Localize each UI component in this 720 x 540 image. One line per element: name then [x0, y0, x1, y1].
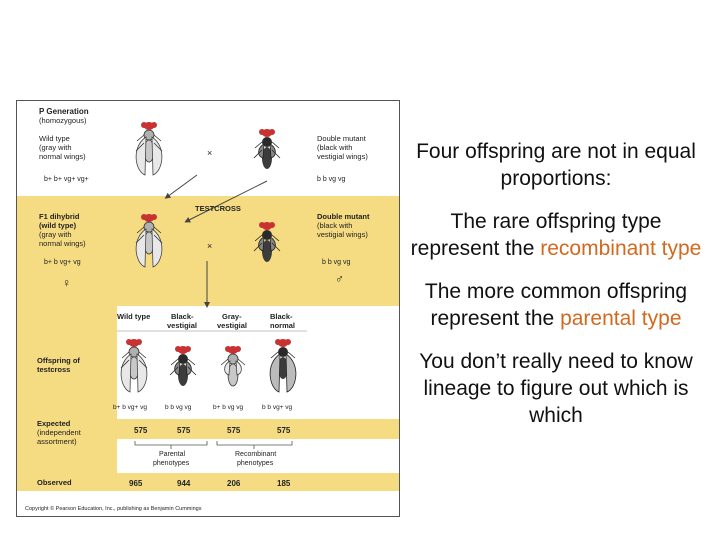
rare-offspring-text: The rare offspring type represent the [410, 210, 662, 260]
offspring-panel [17, 306, 117, 491]
f1-label-2: (wild type) [39, 221, 77, 230]
col2-header-2: vestigial [167, 321, 197, 330]
p-generation-title: P Generation [39, 107, 89, 116]
col3-header-1: Gray- [222, 312, 242, 321]
parental-bracket [134, 441, 208, 449]
recombinant-highlight: recombinant type [540, 237, 702, 260]
col4-genotype: b b vg+ vg [262, 404, 293, 411]
p-wild-label-3: normal wings) [39, 152, 86, 161]
copyright-text: Copyright © Pearson Education, Inc., pub… [25, 505, 202, 512]
testcross-panel [17, 196, 399, 306]
common-offspring-text: The more common offspring represent the [424, 280, 688, 330]
expected-label-2: (independent [37, 428, 82, 437]
paragraph-unequal-proportions: Four offspring are not in equal proporti… [416, 140, 696, 190]
recombinant-label-2: phenotypes [237, 460, 274, 467]
col4-expected: 575 [277, 426, 291, 435]
col4-header-2: normal [270, 321, 295, 330]
col4-observed: 185 [277, 479, 291, 488]
offspring-gray-vestigial-fly-icon [220, 345, 246, 387]
parental-label-2: phenotypes [153, 460, 190, 467]
col1-observed: 965 [129, 479, 143, 488]
observed-band [117, 473, 399, 491]
col2-header-1: Black- [171, 312, 194, 321]
testcross-cross-symbol: × [207, 241, 212, 251]
col1-genotype: b+ b vg+ vg [113, 404, 147, 411]
female-symbol: ♀ [62, 276, 71, 290]
p-mutant-label-1: Double mutant [317, 134, 367, 143]
paragraph-rare-offspring: The rare offspring type represent the re… [408, 208, 704, 262]
expected-band [117, 419, 399, 439]
p-cross-symbol: × [207, 148, 212, 158]
offspring-black-vestigial-fly-icon [169, 345, 197, 387]
p-wild-label-1: Wild type [39, 134, 70, 143]
p-mutant-genotype: b b vg vg [317, 176, 346, 183]
f1-genotype: b+ b vg+ vg [44, 259, 81, 266]
offspring-label-2: testcross [37, 365, 70, 374]
f1-label-3: (gray with [39, 230, 72, 239]
p-generation-subtitle: (homozygous) [39, 116, 87, 125]
paragraph-common-offspring: The more common offspring represent the … [408, 278, 704, 332]
col2-expected: 575 [177, 426, 191, 435]
tc-mutant-genotype: b b vg vg [322, 259, 351, 266]
explanation-text: Four offspring are not in equal proporti… [408, 138, 704, 445]
expected-label-1: Expected [37, 419, 71, 428]
col3-header-2: vestigial [217, 321, 247, 330]
col2-genotype: b b vg vg [165, 404, 192, 411]
offspring-label-1: Offspring of [37, 356, 80, 365]
parental-highlight: parental type [560, 307, 682, 330]
tc-mutant-label-1: Double mutant [317, 212, 370, 221]
testcross-label: TESTCROSS [195, 204, 241, 213]
male-symbol: ♂ [335, 272, 344, 286]
col1-header: Wild type [117, 312, 150, 321]
col4-header-1: Black- [270, 312, 293, 321]
tc-mutant-label-3: vestigial wings) [317, 230, 368, 239]
recombinant-label-1: Recombinant [235, 451, 276, 458]
p-wild-label-2: (gray with [39, 143, 72, 152]
testcross-diagram: P Generation (homozygous) Wild type (gra… [17, 107, 399, 512]
col3-observed: 206 [227, 479, 241, 488]
offspring-black-normal-fly-icon [269, 338, 297, 393]
double-mutant-fly-icon [253, 128, 281, 170]
col3-expected: 575 [227, 426, 241, 435]
parental-label-1: Parental [159, 451, 186, 458]
p-mutant-label-2: (black with [317, 143, 352, 152]
wild-type-fly-icon [135, 121, 163, 176]
p-mutant-label-3: vestigial wings) [317, 152, 368, 161]
f1-label-1: F1 dihybrid [39, 212, 80, 221]
recombinant-bracket [216, 441, 293, 449]
genetics-figure: P Generation (homozygous) Wild type (gra… [16, 100, 400, 517]
arrow-to-f1 [164, 174, 198, 199]
paragraph-lineage: You don’t really need to know lineage to… [419, 350, 693, 427]
col3-genotype: b+ b vg vg [213, 404, 244, 411]
observed-label: Observed [37, 478, 72, 487]
f1-label-4: normal wings) [39, 239, 86, 248]
offspring-wild-type-fly-icon [120, 338, 148, 393]
col2-observed: 944 [177, 479, 191, 488]
col1-expected: 575 [134, 426, 148, 435]
arrow-testcross [184, 180, 268, 223]
p-wild-genotype: b+ b+ vg+ vg+ [44, 176, 89, 183]
tc-mutant-label-2: (black with [317, 221, 352, 230]
expected-label-3: assortment) [37, 437, 77, 446]
